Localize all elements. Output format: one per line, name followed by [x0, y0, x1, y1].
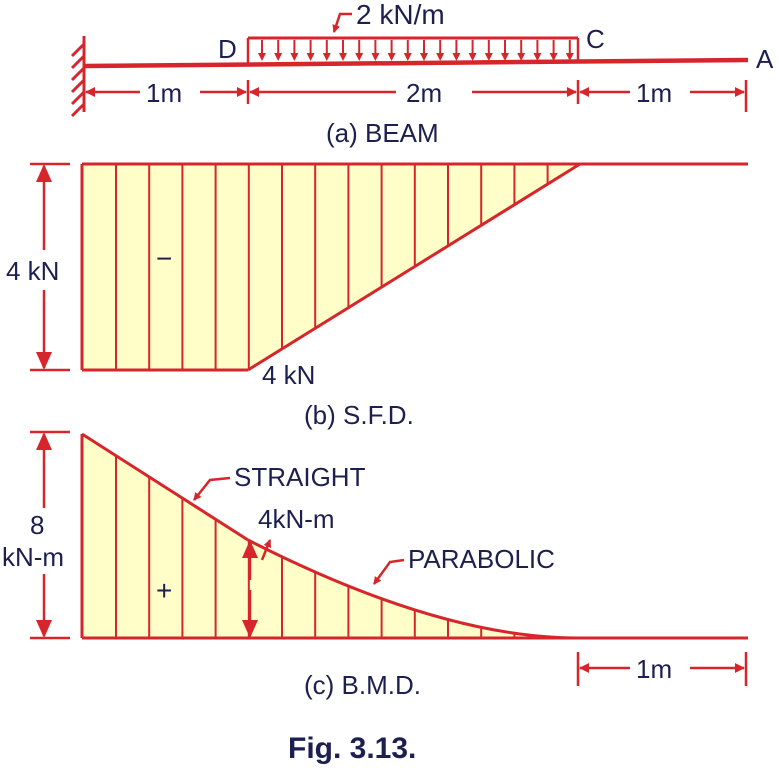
point-c-label: C: [586, 24, 605, 54]
sfd-area: [82, 164, 580, 370]
dim-mid-label: 2m: [406, 78, 442, 108]
udl-arrow: [452, 40, 461, 61]
udl-arrow: [565, 40, 574, 61]
sfd-section: 4 kN − 4 kN (b) S.F.D.: [6, 162, 748, 430]
udl-arrow: [517, 40, 526, 61]
udl-arrow: [501, 40, 509, 61]
udl-arrow: [290, 40, 299, 61]
udl-arrow: [436, 40, 445, 61]
bmd-section: 8 kN-m 4kN-m STRAIGHT PARABOLIC + 1m (c)…: [2, 430, 748, 700]
sfd-bottom-label: 4 kN: [262, 360, 315, 390]
moment-leader: [260, 539, 272, 561]
udl-arrow: [274, 40, 283, 61]
bmd-sign: +: [156, 575, 172, 606]
udl-arrow: [306, 40, 315, 61]
point-d-label: D: [218, 34, 237, 64]
udl-load-arrows: [258, 40, 574, 61]
udl-arrow: [468, 40, 477, 61]
bmd-straight-line: [81, 432, 249, 542]
beam-caption: (a) BEAM: [326, 118, 439, 148]
beam-dimension-line: [82, 80, 748, 112]
udl-arrow: [484, 40, 493, 61]
bmd-moment-label: 4kN-m: [258, 504, 335, 534]
load-label: 2 kN/m: [356, 0, 445, 30]
udl-arrow: [322, 40, 331, 61]
udl-arrow: [549, 40, 558, 61]
bmd-area: [82, 434, 578, 638]
udl-arrow: [371, 40, 380, 61]
sfd-sloped-line: [247, 162, 581, 372]
udl-arrow: [403, 40, 412, 61]
bmd-parabolic-label: PARABOLIC: [408, 544, 555, 574]
bmd-left-label-1: 8: [30, 510, 44, 540]
sfd-caption: (b) S.F.D.: [304, 400, 414, 430]
sfd-dimension: [30, 162, 70, 372]
point-a-label: A: [756, 44, 774, 74]
dim-left-label: 1m: [146, 78, 182, 108]
bmd-straight-label: STRAIGHT: [234, 462, 366, 492]
parabolic-leader: [372, 558, 405, 585]
udl-arrow: [420, 40, 428, 61]
sfd-left-label: 4 kN: [6, 256, 59, 286]
dim-right-label: 1m: [636, 78, 672, 108]
fixed-support: [70, 36, 86, 118]
bmd-left-label-2: kN-m: [2, 542, 64, 572]
udl-arrow: [258, 40, 266, 61]
bmd-right-dimension: [576, 652, 748, 686]
load-leader: [332, 12, 352, 33]
bmd-caption: (c) B.M.D.: [304, 670, 421, 700]
straight-leader: [193, 476, 231, 501]
bmd-hatch-lines: [115, 455, 516, 638]
udl-arrow: [355, 40, 364, 61]
bmd-dim-right-label: 1m: [636, 654, 672, 684]
udl-arrow: [387, 40, 396, 61]
sfd-hatch-lines: [115, 164, 549, 370]
bmd-parabolic-curve: [247, 538, 579, 640]
bmd-dimension: [30, 430, 70, 640]
udl-arrow: [533, 40, 542, 61]
beam-line: [83, 57, 749, 69]
udl-arrow: [339, 40, 347, 61]
sfd-sign: −: [156, 243, 172, 274]
beam-section: 2 kN/m D C A 1m 2m 1m (a) BEAM: [70, 0, 774, 148]
figure-caption: Fig. 3.13.: [288, 732, 416, 765]
